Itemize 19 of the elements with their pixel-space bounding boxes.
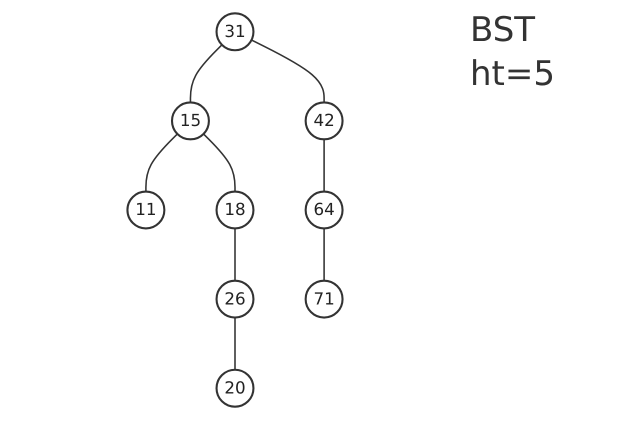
- connector: [202, 133, 236, 192]
- node-circle: 20: [216, 368, 254, 408]
- node-circle: 11: [126, 190, 166, 230]
- connector: [190, 44, 222, 102]
- node-circle: 31: [216, 12, 254, 52]
- connector: [234, 318, 236, 370]
- connector: [234, 228, 236, 281]
- connector: [145, 133, 178, 192]
- node-circle: 71: [304, 280, 344, 319]
- node-circle: 42: [304, 101, 344, 140]
- node-circle: 15: [170, 101, 210, 140]
- connector: [251, 39, 325, 102]
- node-circle: 64: [304, 190, 344, 230]
- connector: [323, 228, 325, 281]
- note-text: BST: [470, 10, 536, 50]
- node-circle: 18: [216, 190, 254, 230]
- note-text: ht=5: [470, 54, 555, 94]
- connector: [323, 139, 325, 192]
- node-circle: 26: [216, 280, 254, 319]
